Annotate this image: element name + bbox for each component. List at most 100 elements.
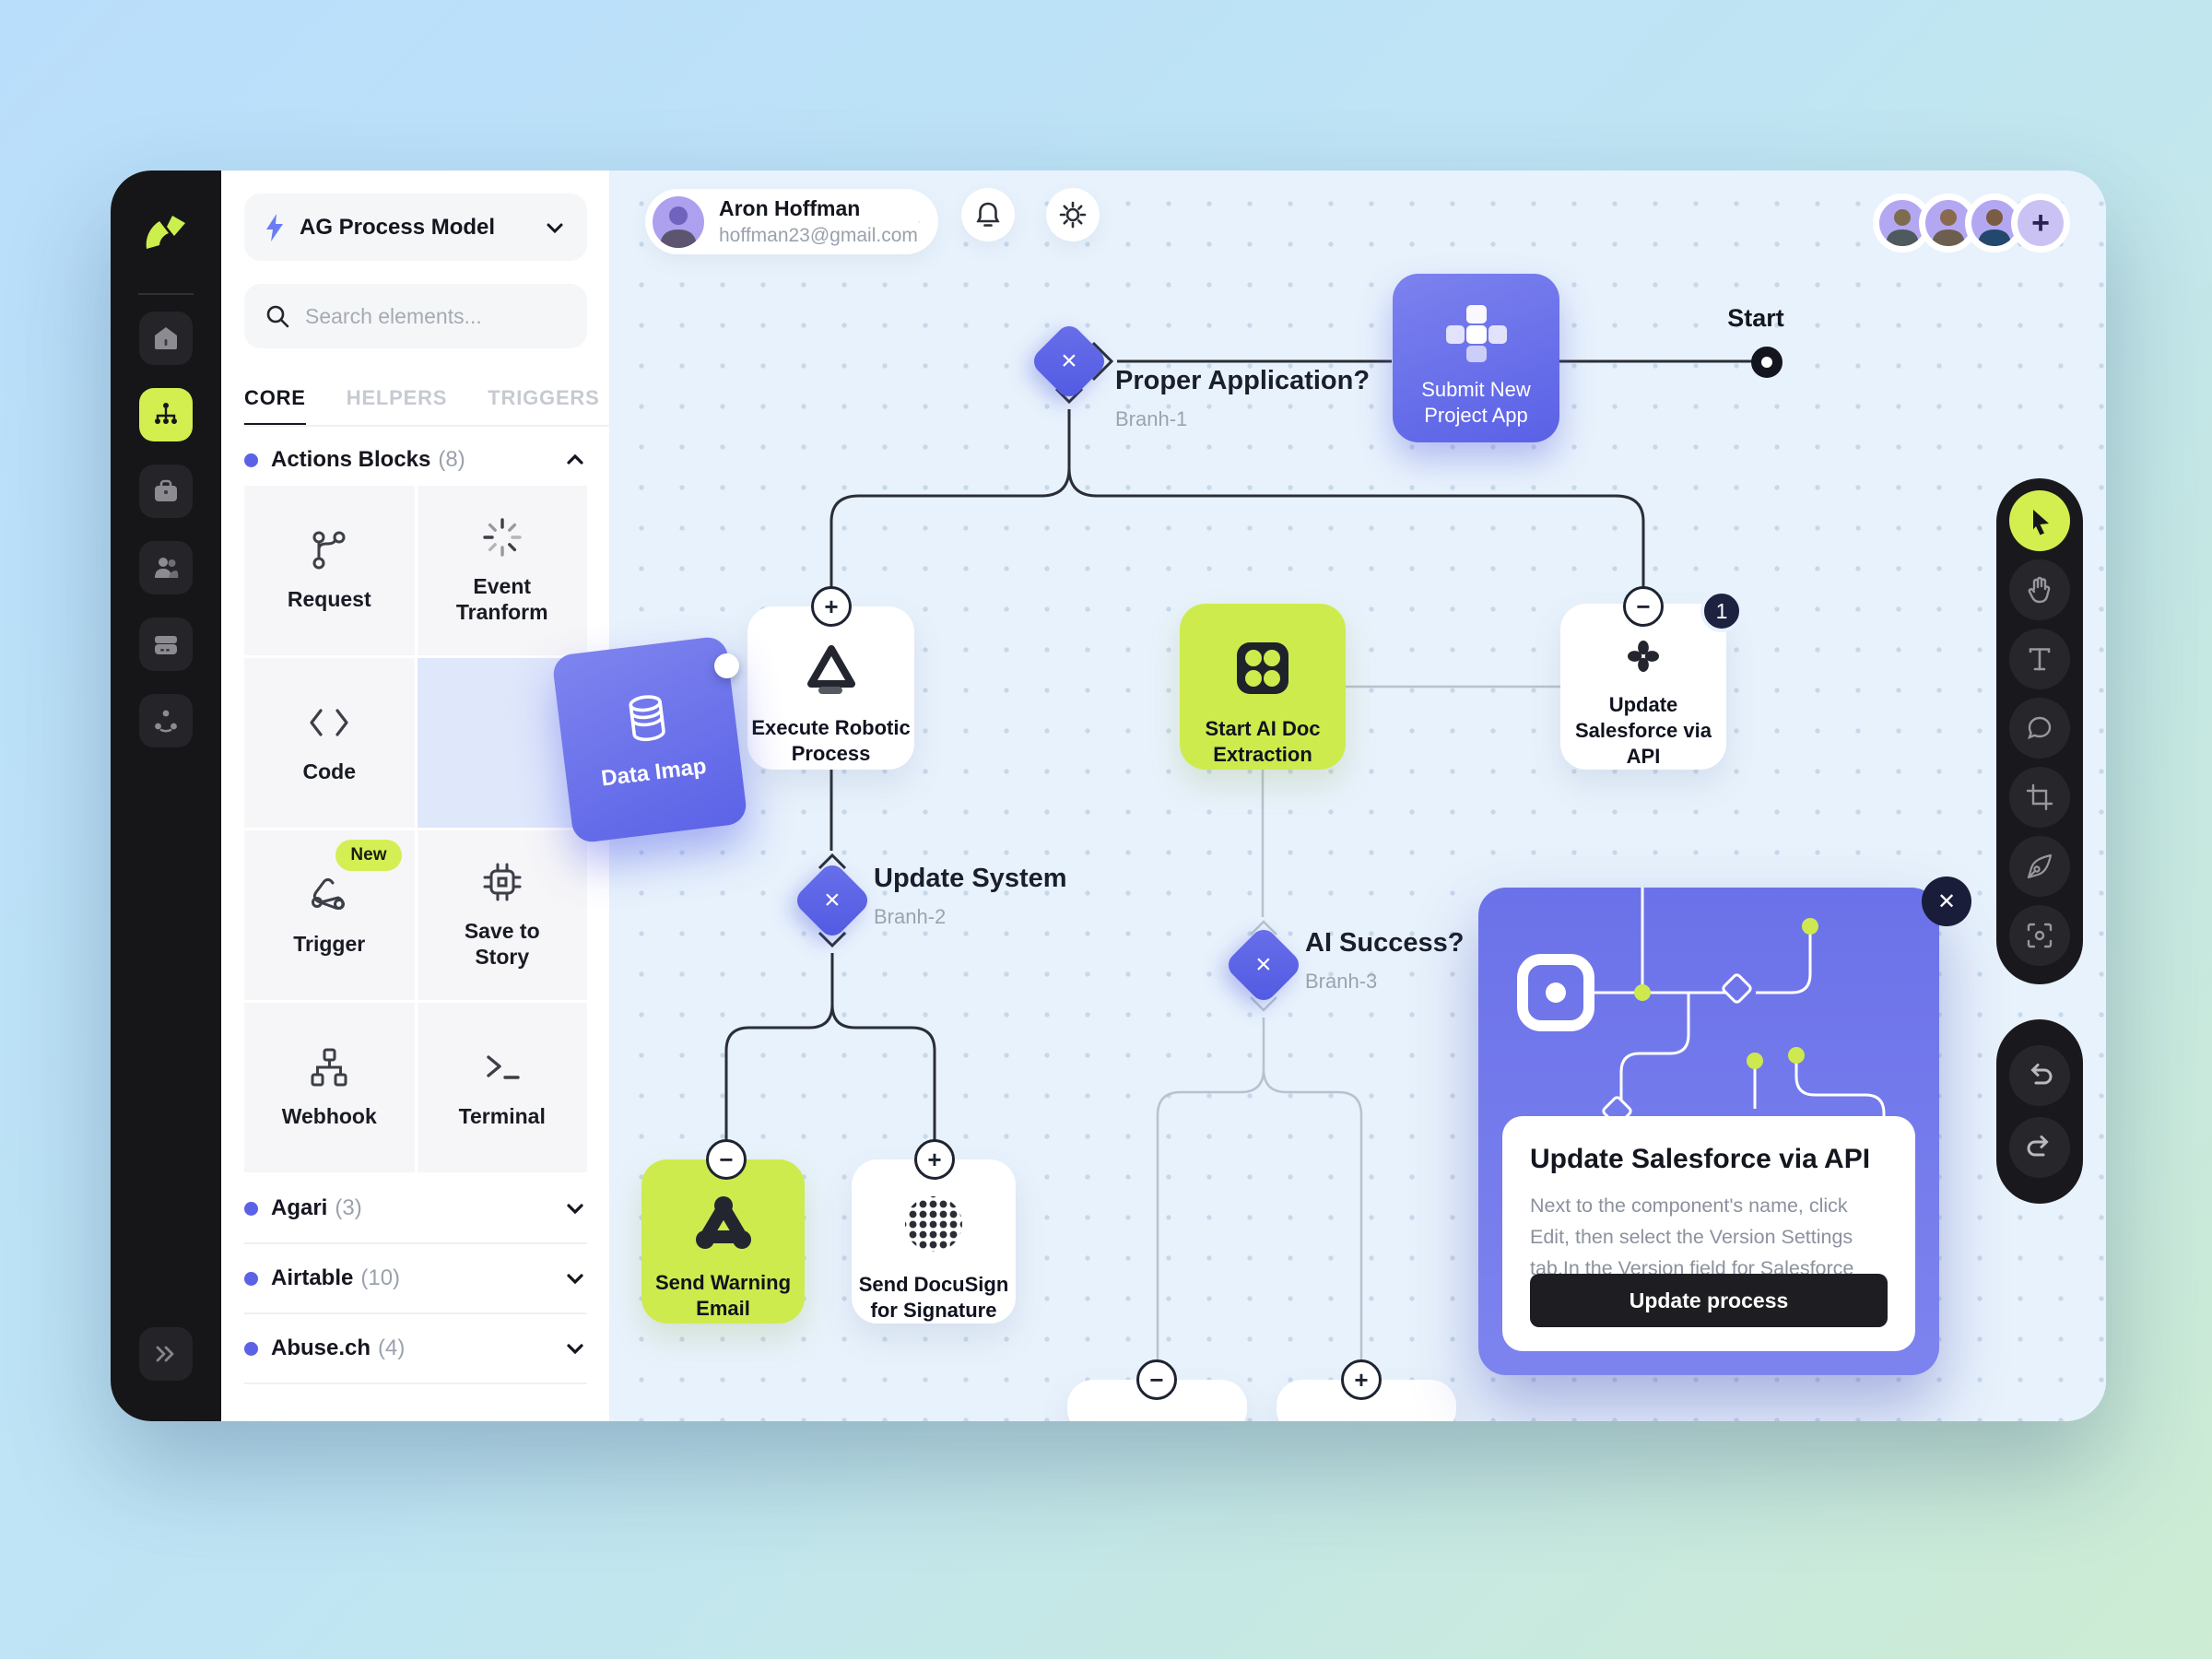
block-terminal[interactable]: Terminal: [417, 1003, 587, 1172]
nav-workflows-button[interactable]: [139, 388, 193, 441]
trigger-icon: [312, 877, 346, 910]
tab-core[interactable]: CORE: [244, 386, 306, 425]
undo-icon: [2030, 1064, 2053, 1085]
add-step-button[interactable]: +: [914, 1139, 955, 1180]
collapse-step-button[interactable]: −: [1136, 1359, 1177, 1400]
collaborator-avatars[interactable]: +: [1873, 194, 2070, 282]
collapse-step-button[interactable]: −: [706, 1139, 747, 1180]
block-trigger[interactable]: New Trigger: [244, 830, 415, 1000]
search-input[interactable]: [305, 303, 554, 329]
block-code[interactable]: Code: [244, 658, 415, 828]
node-send-warning-email[interactable]: Send Warning Email: [641, 1159, 805, 1324]
bell-icon: [976, 202, 1000, 227]
chip-icon: [483, 863, 522, 901]
molecule-icon: [695, 1196, 751, 1249]
block-webhook[interactable]: Webhook: [244, 1003, 415, 1172]
rail-expand-button[interactable]: [139, 1327, 193, 1381]
redo-icon: [2027, 1135, 2049, 1157]
actions-blocks-header[interactable]: Actions Blocks (8): [244, 443, 587, 477]
node-send-docusign[interactable]: Send DocuSign for Signature: [852, 1159, 1016, 1324]
tab-triggers[interactable]: TRIGGERS: [488, 386, 600, 409]
element-search[interactable]: [244, 284, 587, 348]
node-label-line: Start AI Doc: [1205, 717, 1321, 740]
select-tool-button[interactable]: [2009, 490, 2070, 551]
integration-agari[interactable]: Agari (3): [244, 1174, 587, 1244]
add-step-button[interactable]: +: [1341, 1359, 1382, 1400]
integration-airtable[interactable]: Airtable (10): [244, 1244, 587, 1314]
dot-circle-icon: [905, 1196, 962, 1252]
branch-title: AI Success?: [1305, 928, 1465, 958]
block-label: Terminal: [458, 1104, 546, 1128]
invite-collaborator-button[interactable]: +: [2011, 194, 2070, 253]
nav-projects-button[interactable]: [139, 465, 193, 518]
popup-close-button[interactable]: ✕: [1922, 877, 1971, 926]
node-label-line: Update: [1608, 693, 1678, 716]
block-label: Webhook: [281, 1104, 377, 1128]
text-tool-button[interactable]: [2009, 629, 2070, 689]
redo-button[interactable]: [2009, 1117, 2070, 1178]
nav-billing-button[interactable]: [139, 618, 193, 671]
drag-cursor: [714, 653, 739, 678]
wallet-icon: [155, 636, 177, 654]
integration-count: (3): [335, 1195, 362, 1220]
tab-helpers[interactable]: HELPERS: [346, 386, 448, 409]
node-update-salesforce[interactable]: Update Salesforce via API: [1560, 604, 1726, 770]
crop-tool-button[interactable]: [2009, 767, 2070, 828]
user-email: hoffman23@gmail.com: [719, 225, 918, 246]
process-model-selector[interactable]: AG Process Model: [244, 194, 587, 261]
popup-card: Update Salesforce via API Next to the co…: [1502, 1116, 1915, 1351]
close-icon: ✕: [1936, 888, 1957, 914]
node-label-line: Extraction: [1213, 743, 1312, 766]
block-label: Event Tranform: [455, 574, 548, 624]
section-dot: [244, 1201, 258, 1216]
notification-count-badge: 1: [1700, 590, 1743, 632]
branch-subtitle: Branh-2: [874, 905, 947, 928]
settings-button[interactable]: [1046, 188, 1100, 241]
ellipsis-label: ...: [1341, 1404, 1373, 1421]
home-icon: [155, 327, 177, 349]
node-execute-robotic-process[interactable]: Execute Robotic Process: [747, 606, 914, 770]
nav-team-button[interactable]: [139, 541, 193, 594]
update-salesforce-popup: Update Salesforce via API Next to the co…: [1478, 888, 1939, 1375]
block-request[interactable]: Request: [244, 486, 415, 655]
plus-blocks-icon: [1445, 305, 1507, 362]
search-icon: [266, 305, 289, 328]
branch-2-label: Update System Branh-2: [874, 864, 1067, 929]
node-start-ai-doc-extraction[interactable]: Start AI Doc Extraction: [1180, 604, 1346, 770]
collapse-step-button[interactable]: −: [1623, 586, 1664, 627]
comment-icon: [2028, 716, 2052, 740]
section-count: (8): [438, 447, 465, 472]
start-node[interactable]: [1751, 347, 1783, 378]
node-submit-new-project-app[interactable]: Submit New Project App: [1393, 274, 1559, 442]
block-event-tranform[interactable]: Event Tranform: [417, 486, 587, 655]
dragged-block-data-imap[interactable]: Data Imap: [551, 635, 748, 844]
focus-icon: [2027, 923, 2053, 948]
minus-icon: −: [1149, 1365, 1164, 1394]
pen-tool-button[interactable]: [2009, 836, 2070, 897]
gear-icon: [1059, 201, 1087, 229]
chevron-up-icon: [567, 453, 583, 465]
cursor-icon: [2033, 510, 2049, 535]
node-label-line: Process: [791, 742, 871, 765]
undo-button[interactable]: [2009, 1045, 2070, 1106]
app-logo: [146, 216, 185, 249]
user-avatar: [653, 195, 704, 248]
account-menu[interactable]: Aron Hoffman hoffman23@gmail.com: [645, 189, 938, 254]
add-step-button[interactable]: +: [811, 586, 852, 627]
pan-tool-button[interactable]: [2009, 559, 2070, 620]
integration-abusech[interactable]: Abuse.ch (4): [244, 1314, 587, 1384]
process-model-name: AG Process Model: [300, 214, 496, 240]
clover-icon: [1628, 641, 1659, 672]
update-process-button[interactable]: Update process: [1530, 1274, 1888, 1327]
section-dot: [244, 1341, 258, 1356]
block-save-to-story[interactable]: Save to Story: [417, 830, 587, 1000]
comment-tool-button[interactable]: [2009, 698, 2070, 759]
node-label-line: Execute Robotic: [751, 716, 911, 739]
notifications-button[interactable]: [961, 188, 1015, 241]
integration-label: Agari: [271, 1195, 328, 1220]
focus-tool-button[interactable]: [2009, 905, 2070, 966]
popup-title: Update Salesforce via API: [1530, 1144, 1871, 1174]
nav-home-button[interactable]: [139, 312, 193, 365]
nav-integrations-button[interactable]: [139, 694, 193, 747]
node-label-line: Send Warning: [654, 1271, 792, 1294]
